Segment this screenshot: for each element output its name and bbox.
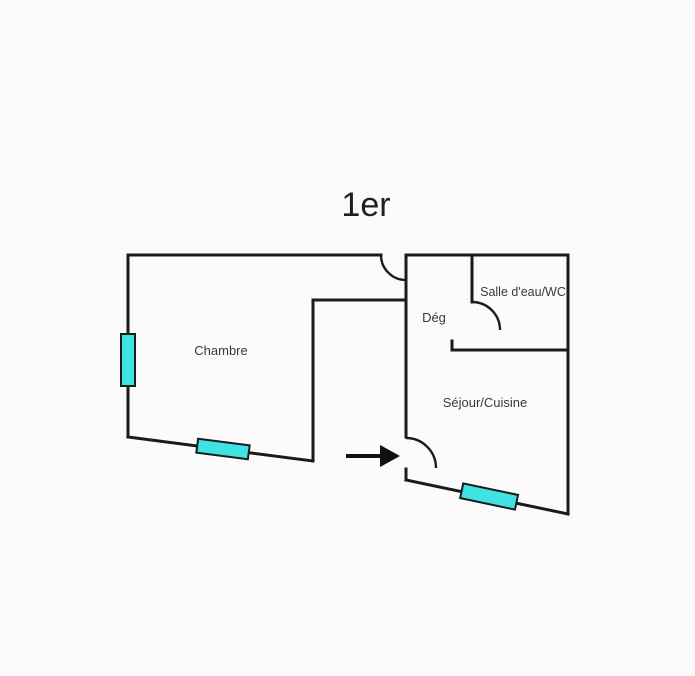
room-label-sejour-cuisine: Séjour/Cuisine	[443, 395, 528, 410]
room-label-salle-eau-wc: Salle d'eau/WC	[480, 285, 566, 299]
room-labels: Chambre Dég Salle d'eau/WC Séjour/Cuisin…	[194, 285, 566, 410]
doors	[379, 254, 502, 469]
door-arc-sejour	[405, 436, 438, 469]
door-arc-entrance-top	[379, 254, 407, 282]
floor-title: 1er	[341, 186, 390, 224]
wall-salle-eau-bottom	[450, 339, 570, 352]
door-arc-salle-eau	[471, 300, 502, 331]
window-sejour-bottom	[458, 482, 520, 511]
room-label-chambre: Chambre	[194, 343, 247, 358]
entrance-arrow-head	[380, 445, 400, 467]
room-label-deg: Dég	[422, 310, 446, 325]
window-chambre-bottom	[195, 437, 251, 461]
windows	[120, 333, 520, 511]
entrance-arrow-icon	[346, 445, 400, 467]
window-chambre-left	[120, 333, 136, 387]
